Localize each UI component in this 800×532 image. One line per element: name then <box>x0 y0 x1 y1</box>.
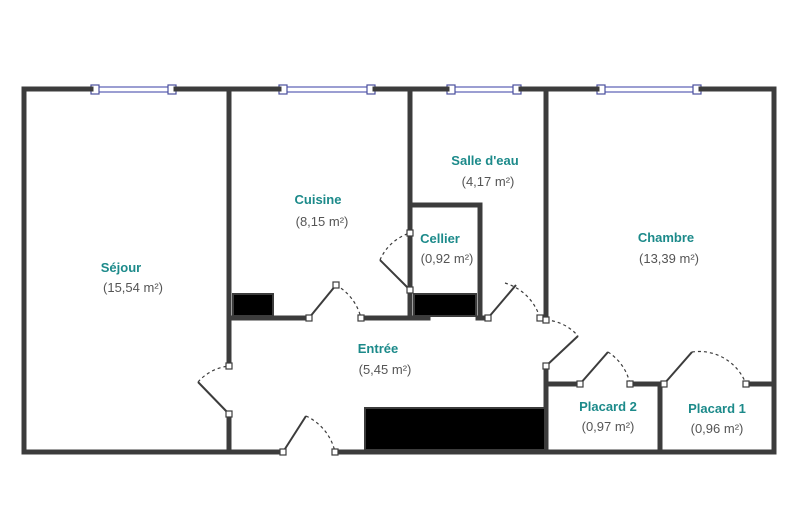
window-sejour <box>90 84 177 95</box>
door-chambre <box>542 316 579 370</box>
door-entrance <box>279 415 339 456</box>
room-cellier-name: Cellier <box>420 231 460 246</box>
room-entree-name: Entrée <box>358 341 398 356</box>
kitchen-cabinet <box>232 293 274 317</box>
room-cellier-area: (0,92 m²) <box>421 251 474 266</box>
door-salle-eau <box>484 282 544 322</box>
window-chambre <box>596 84 702 95</box>
walls <box>21 86 777 455</box>
cellier-cabinet <box>413 293 477 317</box>
window-salle-eau <box>446 84 522 95</box>
room-sejour: Séjour (15,54 m²) <box>101 260 163 295</box>
room-placard-1-name: Placard 1 <box>688 401 746 416</box>
door-cuisine <box>305 281 365 322</box>
room-cuisine-area: (8,15 m²) <box>296 214 349 229</box>
room-entree: Entrée (5,45 m²) <box>358 341 412 377</box>
room-placard-2: Placard 2 (0,97 m²) <box>579 399 637 434</box>
room-chambre-area: (13,39 m²) <box>639 251 699 266</box>
window-cuisine <box>278 84 376 95</box>
room-entree-area: (5,45 m²) <box>359 362 412 377</box>
room-placard-1: Placard 1 (0,96 m²) <box>688 401 746 436</box>
room-cuisine: Cuisine (8,15 m²) <box>295 192 349 229</box>
door-sejour <box>197 362 233 418</box>
room-salle-eau-name: Salle d'eau <box>451 153 518 168</box>
room-chambre: Chambre (13,39 m²) <box>638 230 699 266</box>
door-placard-2 <box>576 351 634 388</box>
room-salle-eau: Salle d'eau (4,17 m²) <box>451 153 518 189</box>
door-cellier <box>379 229 414 294</box>
room-cellier: Cellier (0,92 m²) <box>420 231 473 266</box>
room-salle-eau-area: (4,17 m²) <box>462 174 515 189</box>
room-sejour-area: (15,54 m²) <box>103 280 163 295</box>
door-placard-1 <box>660 350 750 388</box>
room-chambre-name: Chambre <box>638 230 694 245</box>
room-placard-2-name: Placard 2 <box>579 399 637 414</box>
room-sejour-name: Séjour <box>101 260 141 275</box>
room-placard-1-area: (0,96 m²) <box>691 421 744 436</box>
entree-wardrobe <box>364 407 546 451</box>
room-cuisine-name: Cuisine <box>295 192 342 207</box>
room-placard-2-area: (0,97 m²) <box>582 419 635 434</box>
